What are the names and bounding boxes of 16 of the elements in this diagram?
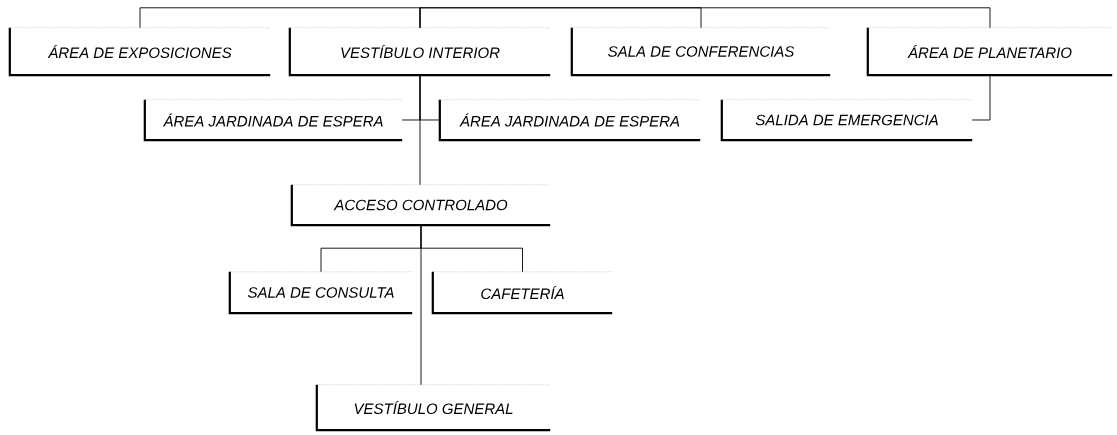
room-box: ÁREA DE EXPOSICIONES [8, 27, 271, 77]
connector-line [139, 7, 421, 29]
room-box: ACCESO CONTROLADO [290, 184, 551, 227]
room-box: VESTÍBULO GENERAL [315, 384, 551, 432]
room-box: ÁREA DE PLANETARIO [866, 27, 1113, 77]
connector-line [419, 7, 991, 29]
room-box: ÁREA JARDINADA DE ESPERA [143, 99, 403, 142]
connector-line [971, 74, 991, 121]
room-box: SALA DE CONSULTA [228, 271, 413, 315]
room-box: SALIDA DE EMERGENCIA [720, 99, 973, 142]
room-box: SALA DE CONFERENCIAS [570, 27, 831, 77]
room-box: CAFETERÍA [431, 271, 613, 315]
room-box: VESTÍBULO INTERIOR [288, 27, 551, 77]
connector-line [419, 74, 421, 186]
connector-line [420, 224, 422, 386]
room-box: ÁREA JARDINADA DE ESPERA [438, 99, 701, 142]
